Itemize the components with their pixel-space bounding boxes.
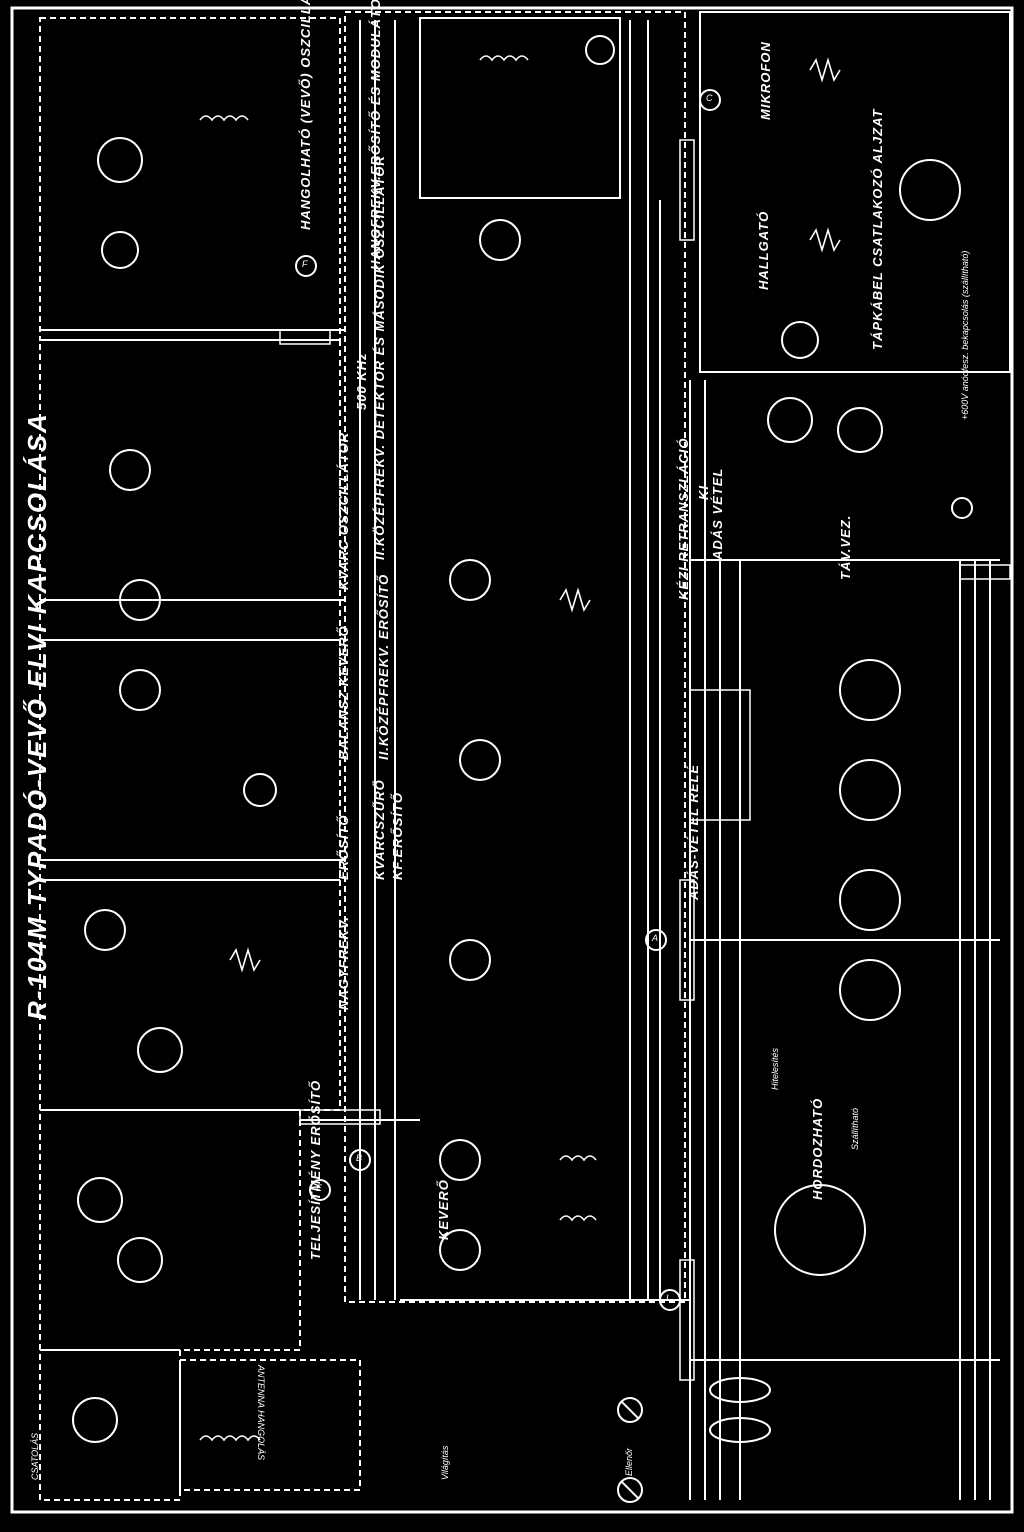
- schematic-title: R-104M TYPADÓ-VEVŐ ELVI KAPCSOLÁSA: [22, 412, 52, 1020]
- label-vilagitas: Világítás: [440, 1445, 450, 1480]
- marker-label-a: A: [652, 933, 659, 943]
- label-tav-vez: TÁV.VEZ.: [838, 514, 853, 580]
- marker-label-f: F: [302, 259, 308, 269]
- marker-label-b: B: [356, 1153, 363, 1163]
- marker-label-c: C: [706, 93, 713, 103]
- label-nagyfreq-tap: +600V anódfesz. bekapcsolás (szállítható…: [960, 250, 970, 420]
- label-tapkabel: TÁPKÁBEL CSATLAKOZÓ ALJZAT: [870, 108, 885, 350]
- label-adas-vetel-rele: ADÁS-VÉTEL RELÉ: [686, 763, 701, 900]
- label-ki: KI: [696, 485, 711, 500]
- label-hordozhato: HORDOZHATÓ: [810, 1097, 825, 1200]
- marker-label-i: I: [666, 1293, 669, 1303]
- label-csatolas: CSATOLÁS: [30, 1432, 40, 1480]
- label-ellenorzes: Ellenőr: [624, 1447, 634, 1476]
- marker-label-e: E: [316, 1183, 323, 1193]
- label-kvarc-freq: 500 KHz: [354, 352, 369, 410]
- label-balansz-kevero: BALANSZ KEVERŐ: [336, 625, 351, 760]
- label-hangolhato-oszcillator: HANGOLHATÓ (VEVŐ) OSZCILLÁTOR: [298, 0, 313, 230]
- label-hitelesites: Hitelesítés: [770, 1047, 780, 1090]
- label-kvarcszuro: KVARCSZŰRŐ: [372, 779, 387, 880]
- label-teljesitmeny-erosito: TELJESÍTMÉNY ERŐSÍTŐ: [308, 1079, 323, 1260]
- label-antenna-hangolas: ANTENNA HANGOLÁS: [256, 1365, 266, 1461]
- label-kf-erosito: KF.ERŐSÍTŐ: [390, 791, 405, 880]
- label-szallithato: Szállítható: [850, 1107, 860, 1150]
- label-kvarc-oszcillator: KVARC OSZCILLÁTOR: [336, 431, 351, 590]
- label-ii-kozepfrekv-erosito: II.KÖZÉPFREKV. ERŐSÍTŐ: [376, 573, 391, 760]
- label-kevero: KEVERŐ: [436, 1179, 451, 1240]
- label-adas-vetel: ADÁS VÉTEL: [710, 467, 725, 560]
- label-mikrofon: MIKROFON: [758, 41, 773, 120]
- label-erosito: ERŐSÍTŐ: [336, 814, 351, 880]
- label-nagyfrekv: NAGYFREKV.: [336, 915, 351, 1010]
- label-hallgato: HALLGATÓ: [756, 210, 771, 290]
- label-ii-kozepfrekv-detektor: II.KÖZÉPFREKV. DETEKTOR ÉS MÁSODIK OSZCI…: [372, 155, 387, 560]
- label-kezi-retranszlacio: KÉZI RETRANSZLÁCIÓ: [676, 437, 691, 600]
